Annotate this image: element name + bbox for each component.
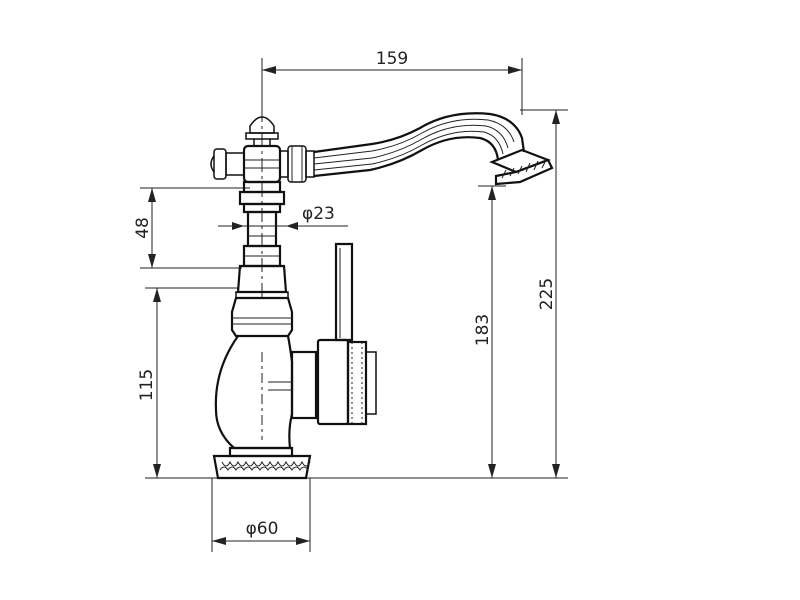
dim-body-height: 115 [137, 287, 238, 478]
dim-total-height-label: 225 [537, 278, 557, 310]
dim-cartridge-height: 48 [133, 187, 250, 269]
dim-spout-reach: 159 [261, 49, 523, 115]
dim-spout-height-label: 183 [473, 314, 493, 346]
dim-cartridge-diameter-label: φ23 [302, 204, 335, 224]
dim-cartridge-diameter: φ23 [218, 204, 348, 230]
faucet-outline [210, 108, 554, 480]
dim-spout-reach-label: 159 [376, 49, 408, 69]
dim-base-diameter-label: φ60 [246, 519, 279, 539]
dim-body-height-label: 115 [137, 369, 157, 401]
dim-base-diameter: φ60 [211, 478, 311, 552]
dim-cartridge-height-label: 48 [133, 217, 153, 239]
dim-spout-height: 183 [473, 185, 506, 478]
dim-total-height: 225 [520, 109, 568, 478]
